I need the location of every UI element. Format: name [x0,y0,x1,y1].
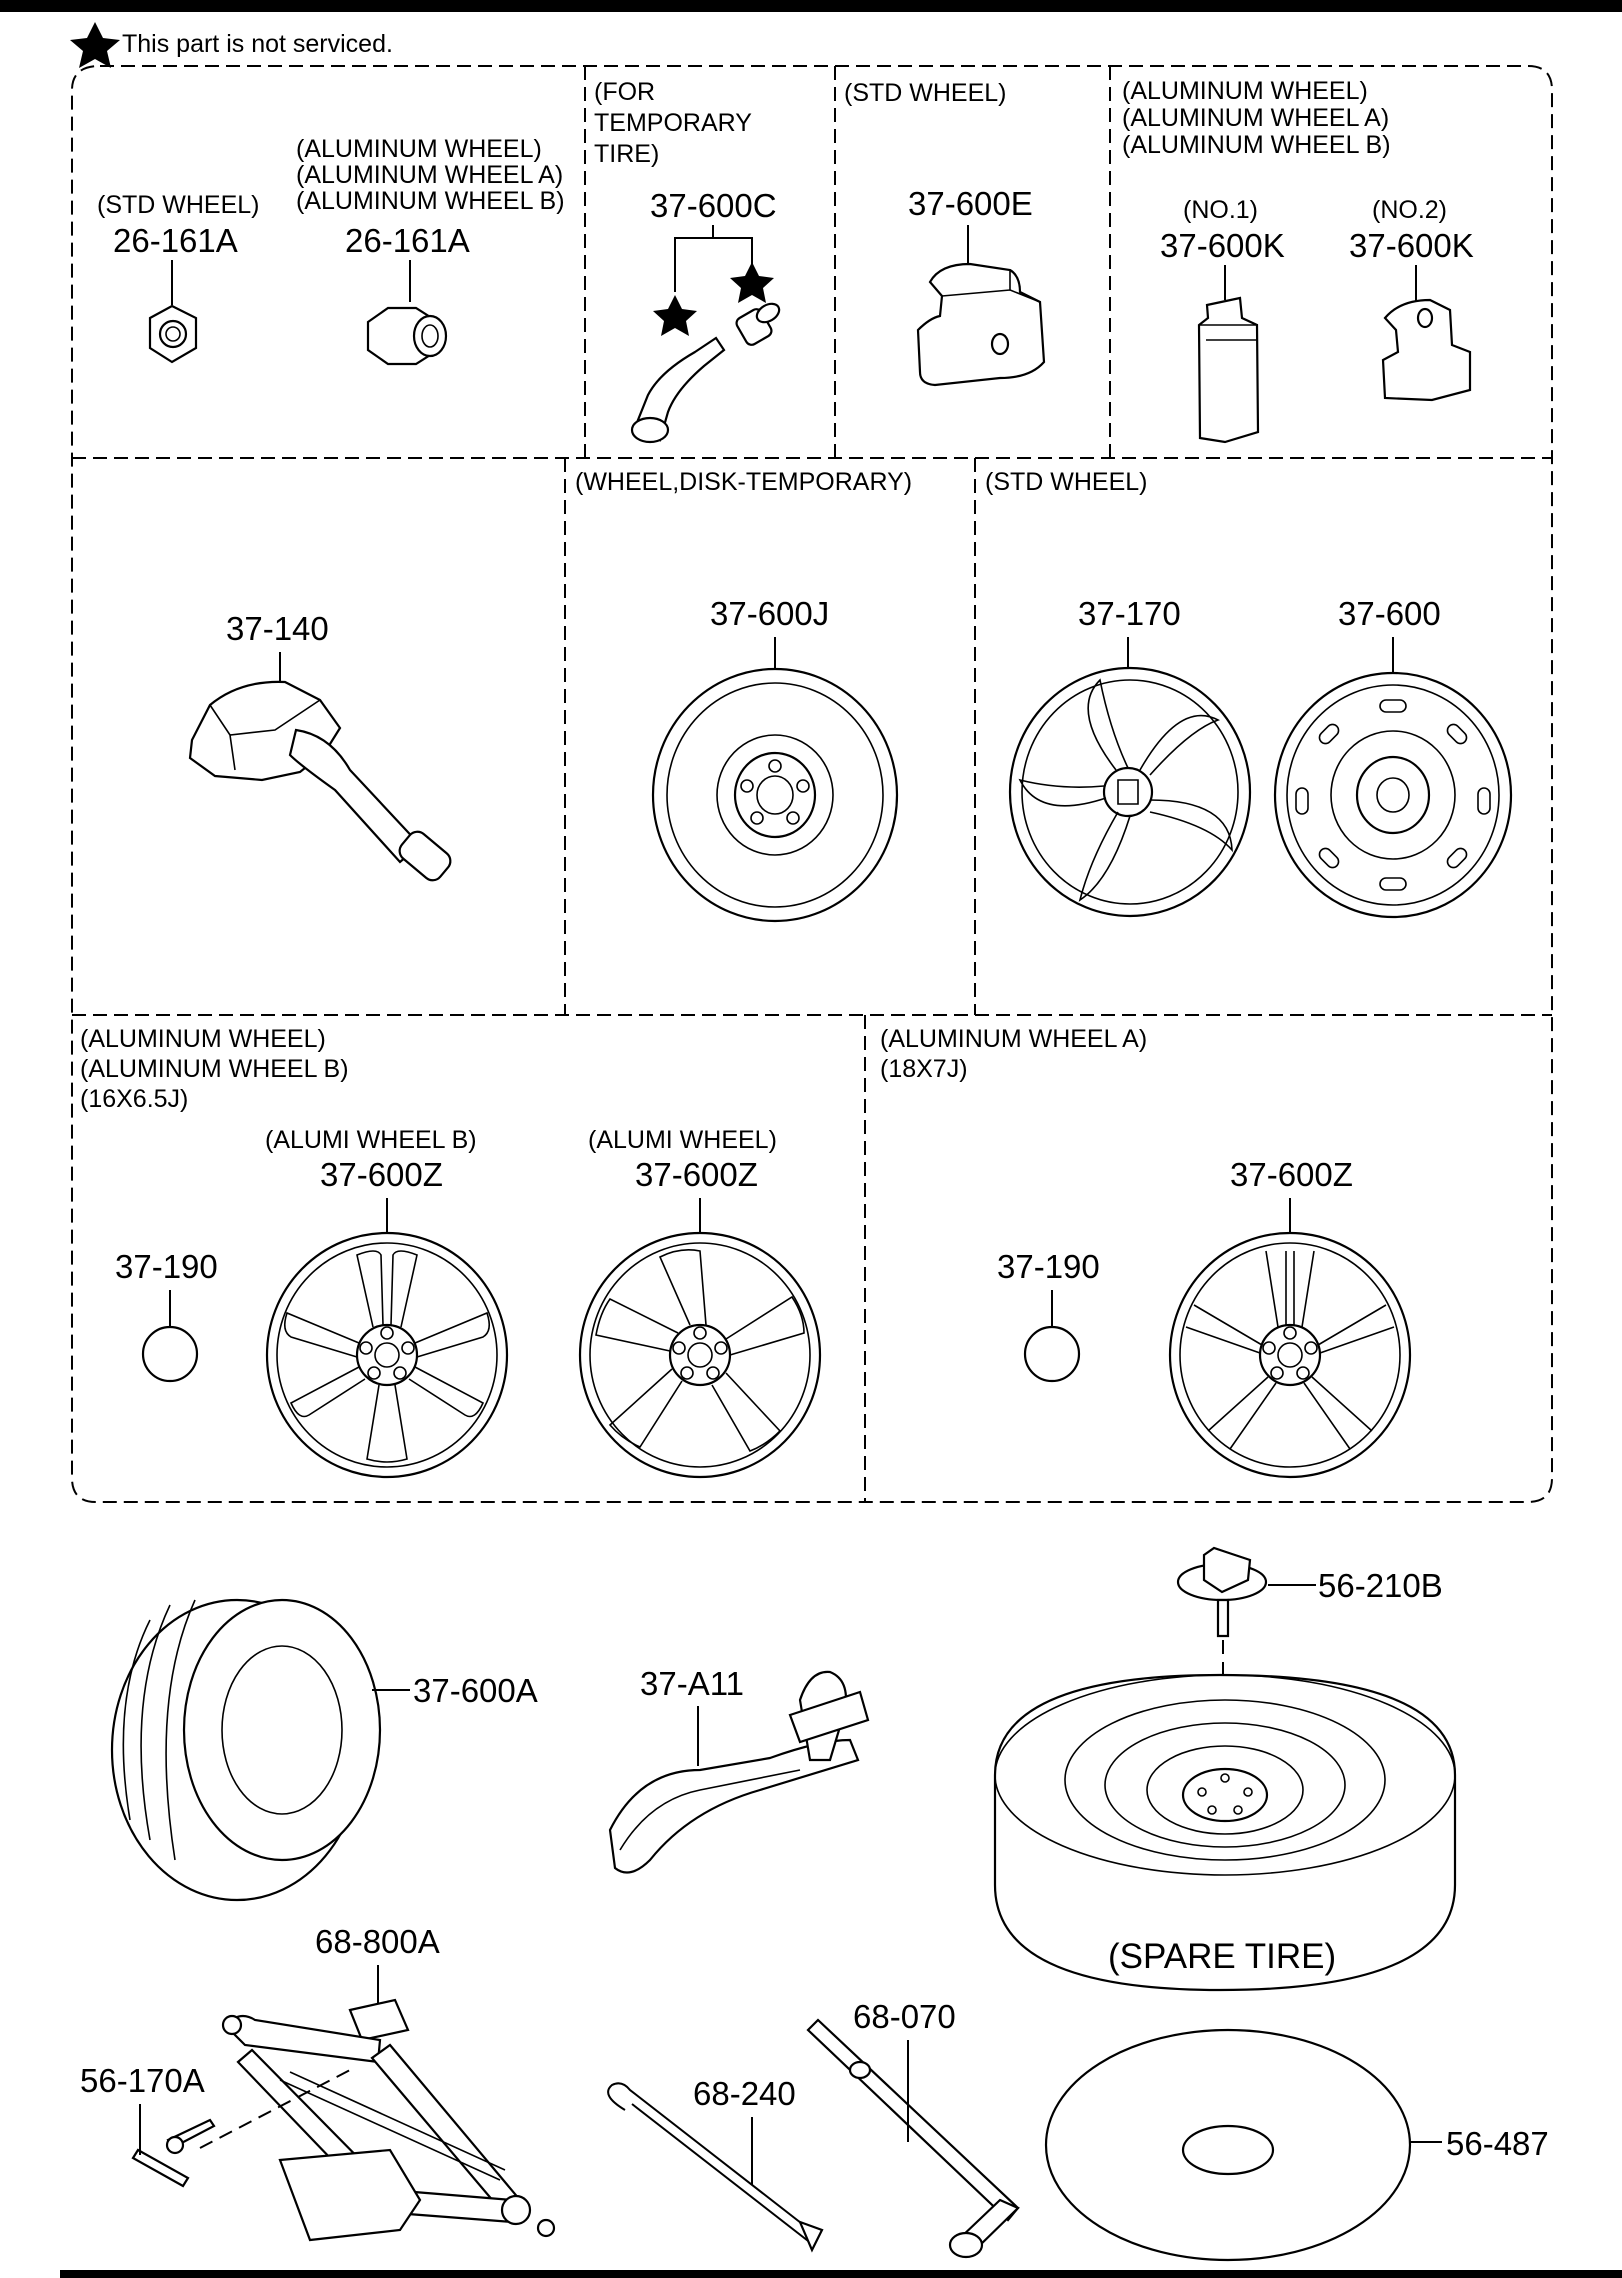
star-icon [70,22,120,68]
nut-alu-part-number: 26-161A [345,222,470,259]
nut-alu-condition-3: (ALUMINUM WHEEL B) [296,187,565,215]
not-serviced-star-icon [730,262,774,303]
not-serviced-star-icon [653,295,697,336]
center-cap-icon [1023,1325,1081,1383]
alu-wheel-a-condition-2: (18X7J) [880,1055,968,1083]
clip-weight-icon [1381,298,1472,402]
alu-wheel-b-condition: (ALUMI WHEEL B) [265,1126,477,1154]
weight-no1-part-number: 37-600K [1160,227,1285,264]
valve-part-number: 37-600C [650,187,777,224]
valve-stem-icon [630,302,781,444]
weight-no2-label: (NO.2) [1372,196,1447,224]
scissor-jack-icon [221,1998,556,2242]
valve-condition-2: TEMPORARY [594,109,752,137]
tire-part-number: 37-600A [413,1672,538,1709]
tie-down-strap-icon [608,1670,870,1874]
alu-wheel-condition-1: (ALUMINUM WHEEL) [80,1025,326,1053]
acorn-nut-icon [366,306,448,366]
alu-wheel-condition: (ALUMI WHEEL) [588,1126,777,1154]
steel-wheel-icon [1273,671,1513,919]
jack-handle-part-number: 68-240 [693,2075,796,2112]
strap-part-number: 37-A11 [640,1665,744,1702]
spare-tire-mat-icon [1044,2028,1412,2262]
sensor-part-number: 37-140 [226,610,329,647]
alloy-wheel-a-icon [1168,1231,1412,1479]
spare-tire-caption: (SPARE TIRE) [1108,1937,1336,1976]
weight-no2-part-number: 37-600K [1349,227,1474,264]
weight-std-condition: (STD WHEEL) [844,79,1007,107]
nut-alu-condition-1: (ALUMINUM WHEEL) [296,135,542,163]
temp-wheel-condition: (WHEEL,DISK-TEMPORARY) [575,468,912,496]
jack-part-number: 68-800A [315,1923,440,1960]
temp-wheel-part-number: 37-600J [710,595,829,632]
alu-wheel-a-cap-part-number: 37-190 [997,1248,1100,1285]
alu-wheel-b-part-number: 37-600Z [320,1156,443,1193]
alu-wheel-condition-3: (16X6.5J) [80,1085,188,1113]
temporary-wheel-icon [651,667,899,923]
alloy-wheel-icon [578,1231,822,1479]
tpms-sensor-icon [188,680,452,882]
lug-wrench-part-number: 68-070 [853,1998,956,2035]
jack-pin-part-number: 56-170A [80,2062,205,2099]
spare-tire-icon [993,1673,1457,1992]
std-wheel-condition: (STD WHEEL) [985,468,1148,496]
bottom-border-bar [60,2270,1622,2278]
wheel-cover-part-number: 37-170 [1078,595,1181,632]
wheel-weight-icon [916,262,1046,387]
jack-pin-icon [131,2118,216,2188]
top-border-bar [0,0,1622,12]
spare-bolt-part-number: 56-210B [1318,1567,1443,1604]
wheel-cover-icon [1008,666,1252,918]
spare-mat-part-number: 56-487 [1446,2125,1549,2162]
alu-wheel-a-part-number: 37-600Z [1230,1156,1353,1193]
spare-hold-bolt-icon [1176,1546,1268,1638]
alu-wheel-part-number: 37-600Z [635,1156,758,1193]
alloy-wheel-b-icon [265,1231,509,1479]
alu-wheel-condition-2: (ALUMINUM WHEEL B) [80,1055,349,1083]
star-note: This part is not serviced. [122,30,393,58]
weight-alu-condition-3: (ALUMINUM WHEEL B) [1122,131,1391,159]
lug-wrench-icon [806,2018,1020,2259]
valve-condition-3: TIRE) [594,140,659,168]
hex-nut-icon [148,304,198,364]
weight-alu-condition-1: (ALUMINUM WHEEL) [1122,77,1368,105]
weight-no1-label: (NO.1) [1183,196,1258,224]
weight-std-part-number: 37-600E [908,185,1033,222]
nut-std-part-number: 26-161A [113,222,238,259]
alu-cap-part-number: 37-190 [115,1248,218,1285]
jack-handle-icon [607,2082,824,2253]
valve-condition-1: (FOR [594,78,655,106]
panel-grid [71,65,1553,1503]
alu-wheel-a-condition-1: (ALUMINUM WHEEL A) [880,1025,1147,1053]
center-cap-icon [141,1325,199,1383]
nut-std-condition: (STD WHEEL) [97,191,260,219]
std-wheel-part-number: 37-600 [1338,595,1441,632]
adhesive-weight-icon [1197,296,1260,444]
weight-alu-condition-2: (ALUMINUM WHEEL A) [1122,104,1389,132]
nut-alu-condition-2: (ALUMINUM WHEEL A) [296,161,563,189]
tire-icon [110,1598,382,1902]
